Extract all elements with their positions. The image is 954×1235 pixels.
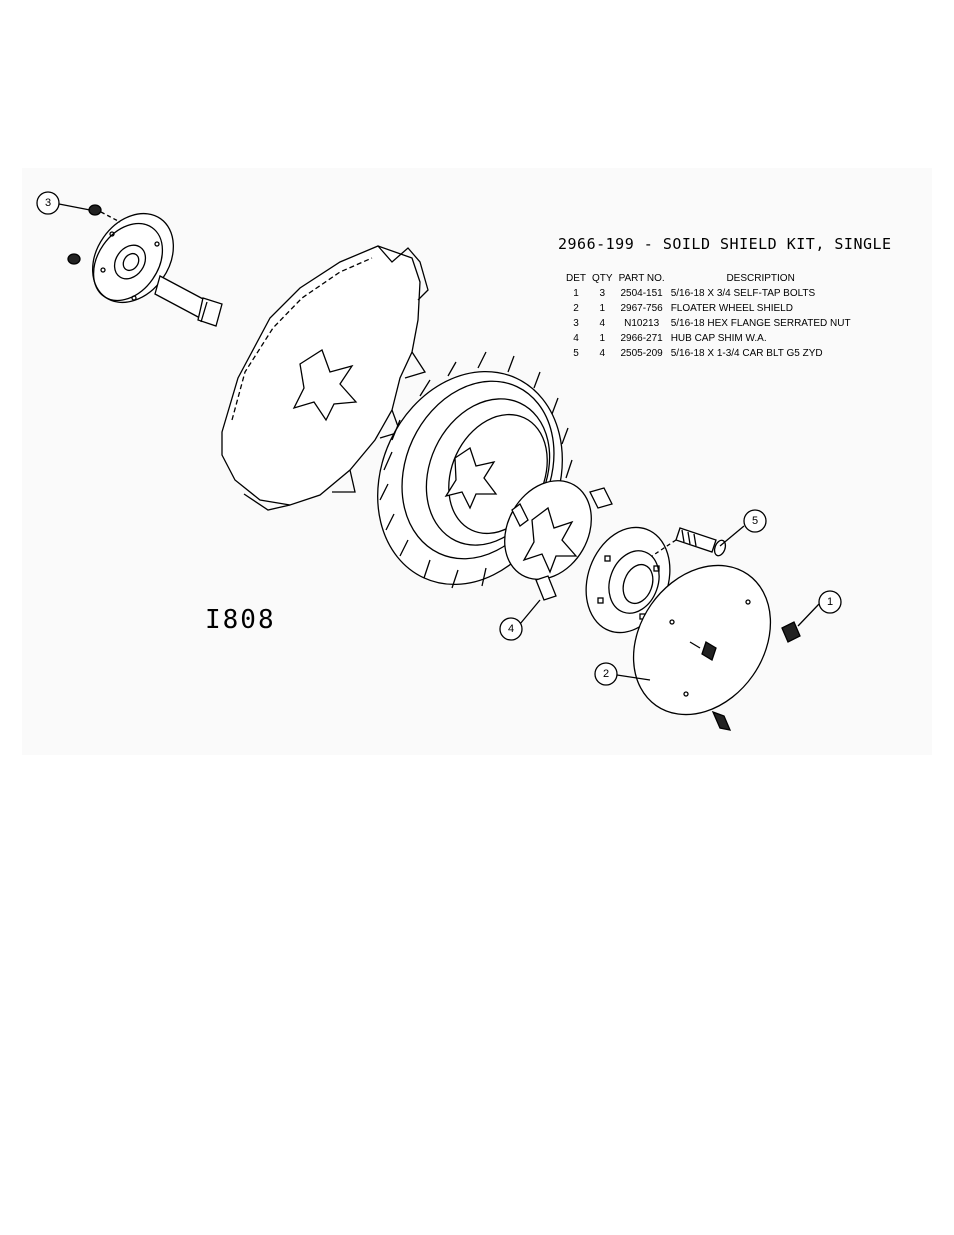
row-description: HUB CAP SHIM W.A. — [668, 331, 854, 346]
row-det: 4 — [563, 331, 589, 346]
row-qty: 1 — [589, 331, 616, 346]
row-description: 5/16-18 HEX FLANGE SERRATED NUT — [668, 316, 854, 331]
parts-table: DET QTY PART NO. DESCRIPTION 1 3 2504-15… — [563, 271, 854, 361]
header-qty: QTY — [589, 271, 616, 286]
header-part-no: PART NO. — [616, 271, 668, 286]
header-det: DET — [563, 271, 589, 286]
row-part-no: N10213 — [616, 316, 668, 331]
row-part-no: 2967-756 — [616, 301, 668, 316]
hub-shaft — [155, 276, 222, 326]
callout-label-4: 4 — [508, 623, 514, 635]
table-row: 2 1 2967-756 FLOATER WHEEL SHIELD — [563, 301, 854, 316]
parts-table-header: DET QTY PART NO. DESCRIPTION — [563, 271, 854, 286]
row-part-no: 2505-209 — [616, 346, 668, 361]
row-description: 5/16-18 X 1-3/4 CAR BLT G5 ZYD — [668, 346, 854, 361]
row-det: 2 — [563, 301, 589, 316]
row-det: 1 — [563, 286, 589, 301]
table-row: 3 4 N10213 5/16-18 HEX FLANGE SERRATED N… — [563, 316, 854, 331]
row-description: FLOATER WHEEL SHIELD — [668, 301, 854, 316]
row-part-no: 2966-271 — [616, 331, 668, 346]
row-qty: 3 — [589, 286, 616, 301]
sheet-id: I808 — [205, 605, 276, 635]
kit-title: 2966-199 - SOILD SHIELD KIT, SINGLE — [558, 235, 892, 253]
callout-label-5: 5 — [752, 515, 758, 527]
callout-label-2: 2 — [603, 668, 609, 680]
table-row: 5 4 2505-209 5/16-18 X 1-3/4 CAR BLT G5 … — [563, 346, 854, 361]
row-part-no: 2504-151 — [616, 286, 668, 301]
header-description: DESCRIPTION — [668, 271, 854, 286]
row-qty: 1 — [589, 301, 616, 316]
table-row: 4 1 2966-271 HUB CAP SHIM W.A. — [563, 331, 854, 346]
row-det: 3 — [563, 316, 589, 331]
table-row: 1 3 2504-151 5/16-18 X 3/4 SELF-TAP BOLT… — [563, 286, 854, 301]
row-qty: 4 — [589, 346, 616, 361]
row-det: 5 — [563, 346, 589, 361]
row-qty: 4 — [589, 316, 616, 331]
callout-label-1: 1 — [827, 596, 833, 608]
callout-label-3: 3 — [45, 197, 51, 209]
row-description: 5/16-18 X 3/4 SELF-TAP BOLTS — [668, 286, 854, 301]
